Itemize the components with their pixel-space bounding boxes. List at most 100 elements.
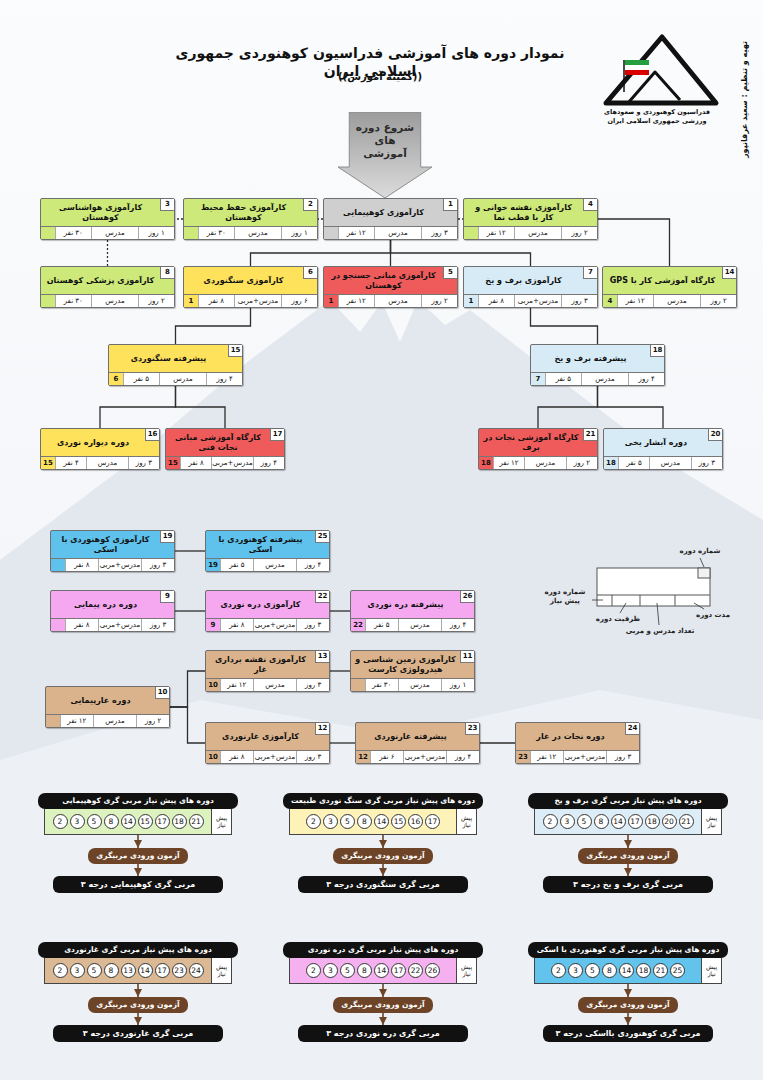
circle-number: 17	[428, 818, 438, 826]
course-circle: 15	[138, 814, 153, 829]
course-capacity: ۱۲ نفر	[530, 751, 563, 763]
prerequisite-number: 23	[516, 751, 530, 763]
box-info-row: ۴ روزمدرس+مربی۶ نفر12	[356, 750, 479, 763]
circle-number: 2	[311, 818, 316, 826]
result-label: مربی گری غارنوردی درجه ۳	[57, 1028, 219, 1039]
circle-row: 235814172226	[290, 958, 456, 983]
circle-number: 17	[630, 818, 640, 826]
connector	[531, 308, 598, 344]
course-instructors: مدرس+مربی	[403, 751, 447, 763]
circle-number: 17	[394, 967, 404, 975]
circle-number: 20	[664, 818, 674, 826]
course-number: 4	[583, 199, 597, 211]
connector	[330, 742, 355, 743]
course-title: دوره نجات در غار	[516, 729, 625, 745]
course-duration: ۲ روز	[700, 295, 736, 307]
box-header: 4کارآموزی نقشه خوانی و کار با قطب نما	[464, 199, 597, 226]
course-title: کارآموزی حفظ محیط کوهستان	[184, 200, 303, 226]
box-info-row: ۳ روزمدرس۵ نفر18	[604, 456, 722, 469]
connector	[330, 670, 350, 671]
course-instructors: مدرس+مربی	[563, 751, 607, 763]
box-info-row: ۳ روزمدرس+مربی۸ نفر	[51, 558, 174, 571]
course-title: کارآموزی نقشه برداری غار	[206, 652, 315, 678]
course-title: کارگاه آموزشی کار با GPS	[603, 273, 722, 289]
course-number: 20	[708, 429, 722, 441]
course-circle: 17	[425, 814, 440, 829]
logo-pole	[623, 60, 625, 92]
leader-line	[620, 603, 626, 613]
panel-tab: پیش نیاز	[701, 809, 721, 834]
dotted-connector	[107, 240, 108, 266]
circle-number: 5	[92, 818, 97, 826]
circle-number: 8	[109, 818, 114, 826]
course-title: پیشرفته سنگنوردی	[109, 351, 228, 367]
circle-row: 235814151617	[290, 809, 456, 834]
circle-number: 16	[411, 818, 421, 826]
author-credit: تهیه و تنظیم : سعید عرفانپور	[739, 30, 750, 170]
flag-white	[625, 65, 649, 70]
course-circle: 5	[585, 963, 600, 978]
circle-number: 14	[140, 967, 150, 975]
arrow-connector	[137, 835, 139, 848]
course-capacity: ۵ نفر	[618, 457, 649, 469]
prerequisite-number	[41, 227, 55, 239]
circle-number: 2	[58, 818, 63, 826]
course-title: کارآموزی غارنوردی	[206, 729, 315, 745]
course-title: دوره آبشار یخی	[604, 435, 708, 451]
circle-row: 23581417182021	[535, 809, 701, 834]
result-label: مربی گری کوهپیمایی درجه ۳	[57, 879, 219, 890]
exam-box: آزمون ورودی مربیگری	[88, 997, 188, 1013]
course-duration: ۳ روز	[296, 751, 329, 763]
course-box: 23پیشرفته غارنوردی۴ روزمدرس+مربی۶ نفر12	[355, 722, 480, 764]
result-bar: مربی گری دره نوردی درجه ۳	[298, 1025, 468, 1042]
box-info-row: ۴ روزمدرس۵ نفر22	[351, 618, 474, 631]
course-capacity: ۸ نفر	[65, 559, 98, 571]
course-title: کارآموزی برف و یخ	[464, 273, 583, 289]
box-header: 3کارآموزی هواشناسی کوهستان	[41, 199, 174, 226]
box-header: 5کارآموزی مبانی جستجو در کوهستان	[324, 267, 457, 294]
course-circle: 14	[619, 963, 634, 978]
course-instructors: مدرس+مربی	[253, 619, 297, 631]
exam-box: آزمون ورودی مربیگری	[333, 997, 433, 1013]
course-duration: ۲ روز	[136, 715, 169, 727]
course-duration: ۲ روز	[138, 295, 174, 307]
panel-tab: پیش نیاز	[211, 809, 231, 834]
course-box: 4کارآموزی نقشه خوانی و کار با قطب نما۲ ر…	[463, 198, 598, 240]
result-bar: مربی گری برف و یخ درجه ۳	[543, 876, 713, 893]
circle-number: 8	[599, 818, 604, 826]
course-number: 15	[228, 345, 242, 357]
course-circle: 18	[172, 814, 187, 829]
course-circle: 15	[391, 814, 406, 829]
legend-label: مدت دوره	[688, 611, 738, 620]
prerequisite-number	[184, 227, 198, 239]
course-circle: 21	[653, 963, 668, 978]
course-box: 12کارآموزی غارنوردی۳ روزمدرس+مربی۸ نفر10	[205, 722, 330, 764]
box-header: 1کارآموزی کوهپیمایی	[324, 199, 457, 226]
course-box: 14کارگاه آموزشی کار با GPS ۲ روزمدرس۱۲ نف…	[602, 266, 737, 308]
prerequisite-panel: دوره های پیش نیاز مربی گری دره نوردیپیش …	[283, 942, 483, 984]
result-bar: مربی گری سنگنوردی درجه ۳	[298, 876, 468, 893]
connector	[175, 610, 205, 611]
course-circle: 17	[155, 814, 170, 829]
course-circle: 25	[670, 963, 685, 978]
flag-red	[625, 70, 649, 75]
course-box: 2کارآموزی حفظ محیط کوهستان۱ روزمدرس۳۰ نف…	[183, 198, 318, 240]
leader-line	[694, 603, 704, 609]
legend-label: ظرفیت دوره	[594, 615, 642, 624]
course-number: 11	[460, 651, 474, 663]
course-duration: ۱ روز	[441, 679, 474, 691]
circle-number: 5	[590, 967, 595, 975]
course-capacity: ۱۲ نفر	[478, 227, 514, 239]
course-number: 14	[722, 267, 736, 279]
course-capacity: ۵ نفر	[220, 559, 253, 571]
connector	[251, 240, 391, 266]
connector	[170, 671, 205, 707]
box-info-row: ۲ روزمدرس۱۲ نفر4	[603, 294, 736, 307]
course-title: پیشرفته دره نوردی	[351, 597, 460, 613]
course-instructors: مدرس	[581, 373, 629, 385]
arrow-connector	[382, 1013, 384, 1025]
course-title: کارآموزی هواشناسی کوهستان	[41, 200, 160, 226]
panel-header: دوره های پیش نیاز مربی گری برف و یخ	[528, 793, 728, 809]
course-instructors: مدرس+مربی	[514, 295, 562, 307]
